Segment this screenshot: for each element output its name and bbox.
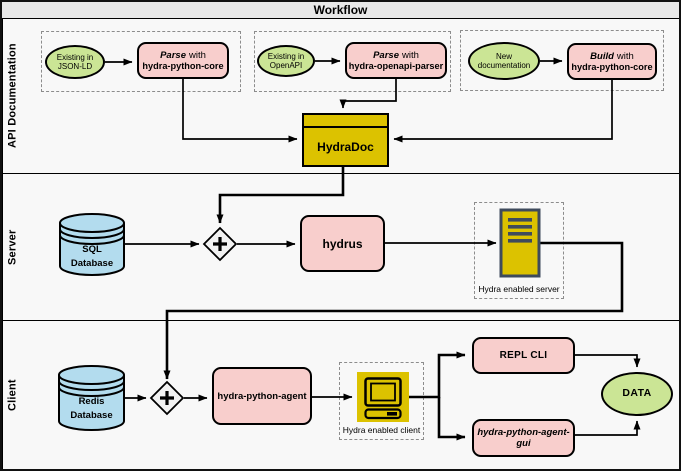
hydra-enabled-client-label: Hydra enabled client	[342, 425, 421, 435]
node-hydradoc: HydraDoc	[302, 113, 389, 167]
lane-label-server: Server	[2, 174, 22, 320]
task-tool: hydra-python-core	[142, 60, 224, 71]
node-label: New documentation	[477, 51, 531, 71]
diagram-title: Workflow	[313, 3, 368, 17]
task-tool: hydra-openapi-parser	[348, 60, 444, 71]
sql-database-label: SQL Database	[70, 244, 114, 269]
node-label: Existing in OpenAPI	[267, 51, 305, 71]
node-repl-cli: REPL CLI	[472, 337, 575, 374]
lane-label-client: Client	[2, 321, 22, 469]
node-data: DATA	[601, 372, 673, 416]
node-new-documentation: New documentation	[468, 42, 540, 80]
node-hydra-python-agent: hydra-python-agent	[212, 367, 312, 425]
diagram-title-bar: Workflow	[2, 2, 679, 19]
node-existing-openapi: Existing in OpenAPI	[257, 45, 315, 77]
hydradoc-label: HydraDoc	[317, 139, 374, 154]
node-existing-jsonld: Existing in JSON-LD	[45, 45, 105, 79]
hydra-enabled-server-label: Hydra enabled server	[478, 284, 560, 294]
node-label: Existing in JSON-LD	[56, 52, 94, 72]
node-hydrus: hydrus	[300, 215, 385, 272]
group-existing-jsonld	[41, 31, 241, 92]
redis-database-label: Redis Database	[70, 396, 113, 421]
hydradoc-header-band	[304, 115, 387, 128]
node-hydra-python-agent-gui: hydra-python-agent- gui	[472, 419, 575, 457]
task-tool: hydra-python-core	[571, 61, 653, 72]
lane-label-api-documentation: API Documentation	[2, 19, 22, 173]
